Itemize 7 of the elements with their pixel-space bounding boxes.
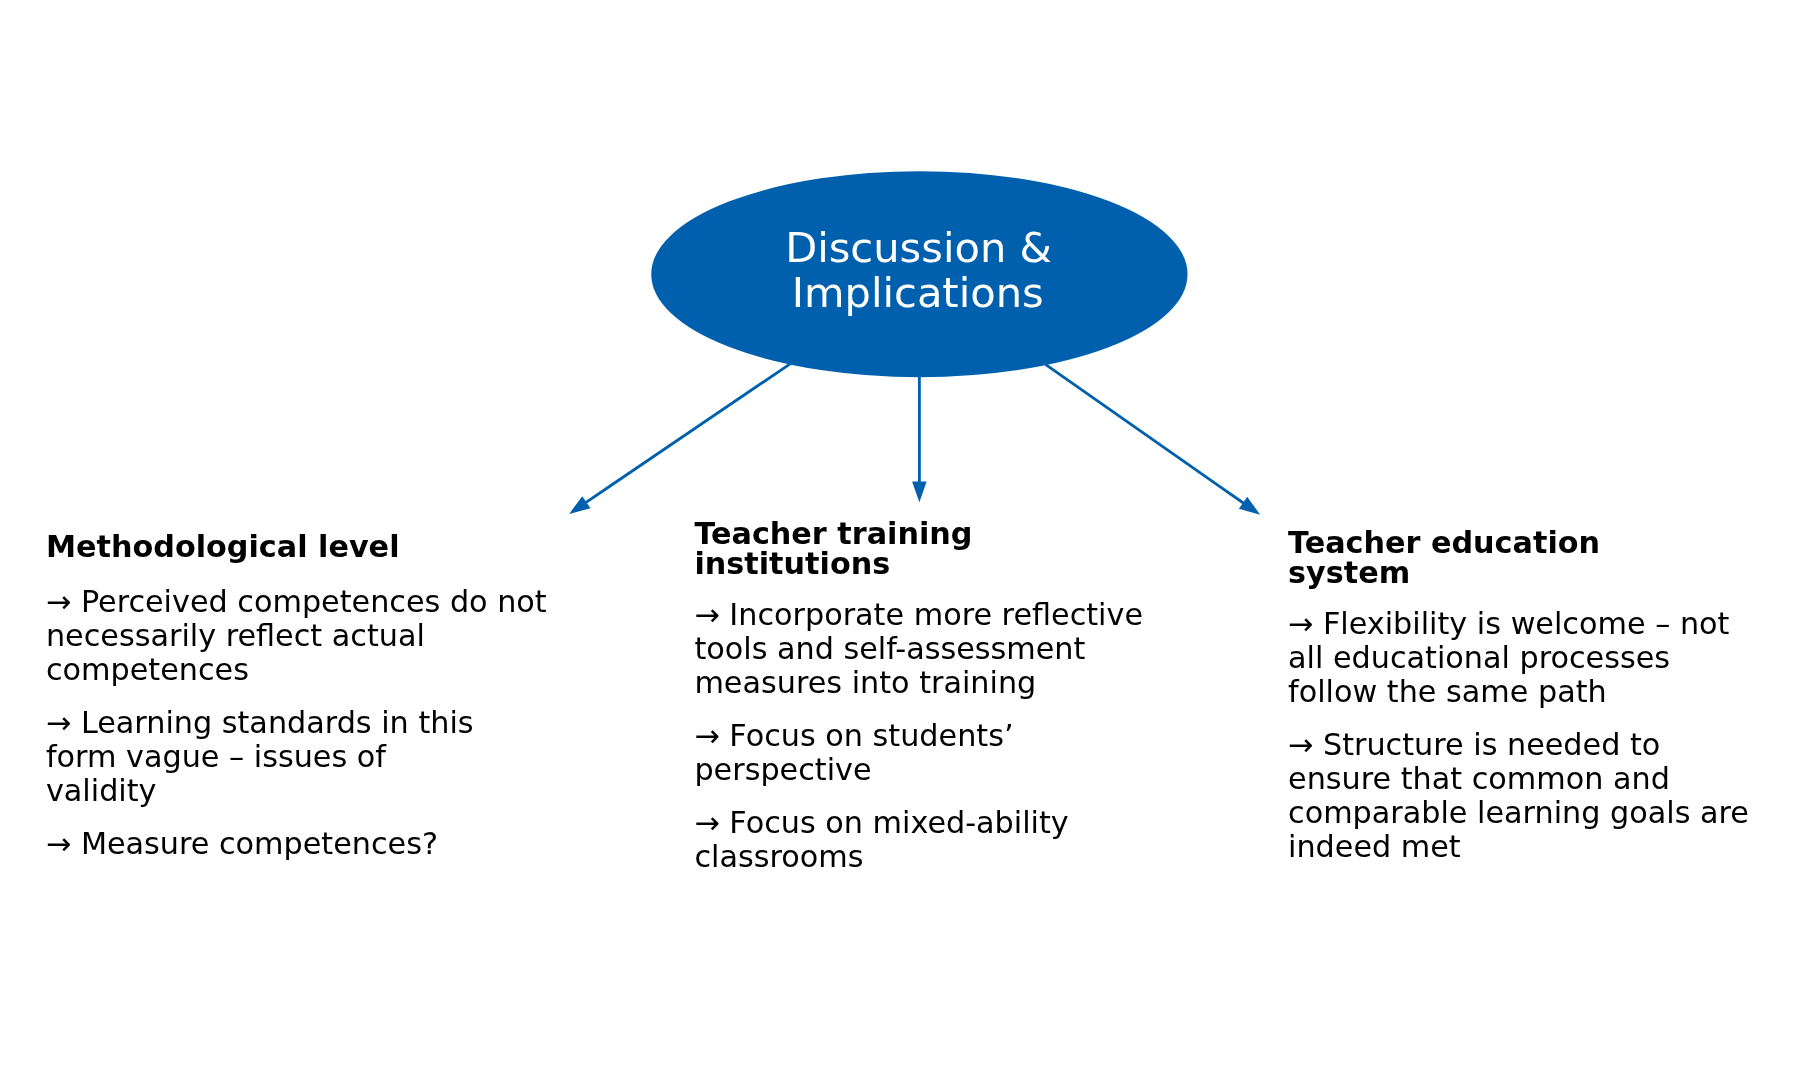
arrow xyxy=(912,375,927,503)
node-text: Methodological level → Perceived competences do not necessarily reflect actual competences → Learning standards in this form vague – issues of validity → Measure competences? xyxy=(45,528,547,861)
node-text: Teacher training institutions → Incorporate more reflective tools and self-assessment measures into training → Focus on students’ perspective → Focus on mixed-ability classrooms xyxy=(694,515,1144,874)
arrow xyxy=(1044,363,1261,515)
node-text: Teacher education system → Flexibility is welcome – not all educational processes follow the same path → Structure is needed to ensure that common and comparable learning goals are indeed met xyxy=(1288,525,1749,865)
node-ellipse: Discussion & Implications xyxy=(651,171,1188,378)
arrow xyxy=(569,362,792,514)
